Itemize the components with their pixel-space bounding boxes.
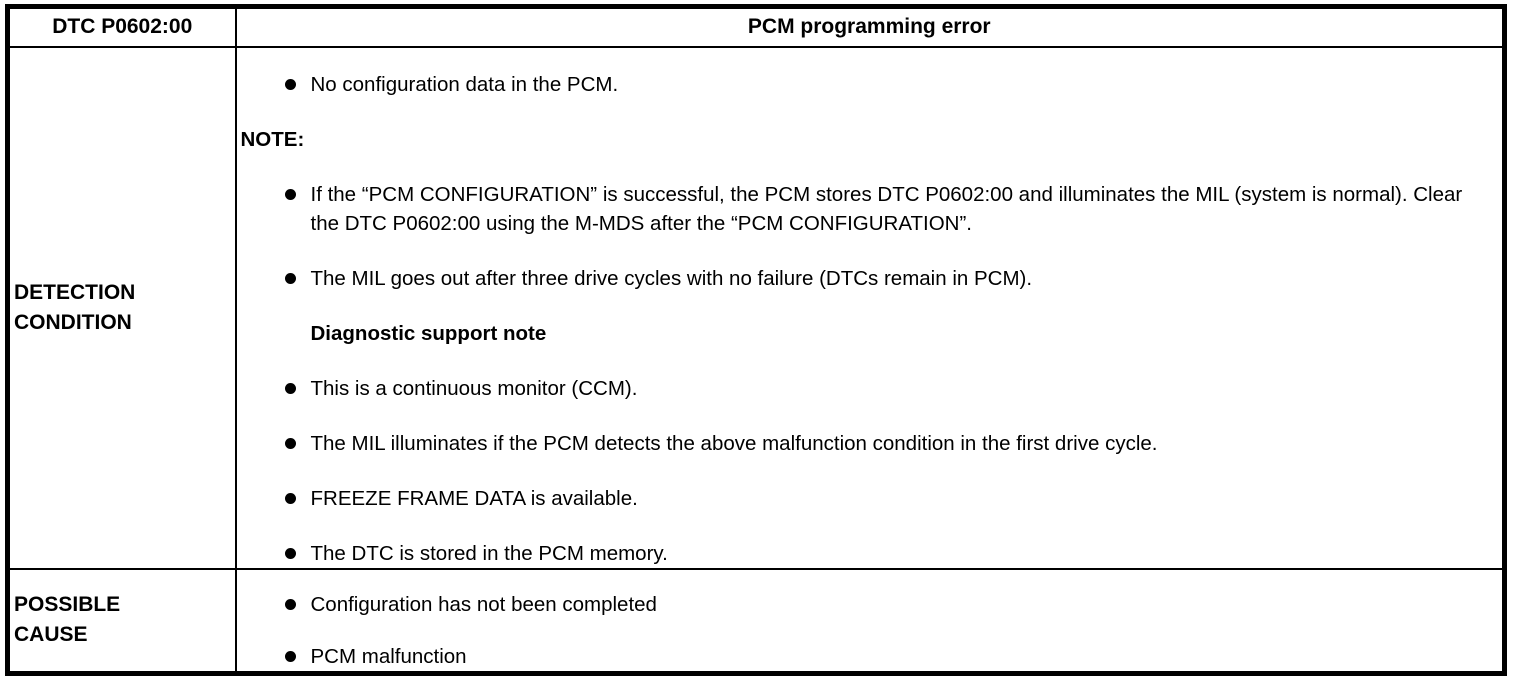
dtc-title: PCM programming error: [747, 15, 991, 39]
possible-cause-label-cell: POSSIBLE CAUSE: [6, 567, 237, 674]
list-item-text: Configuration has not been completed: [310, 592, 657, 616]
dtc-info-table: DTC P0602:00 PCM programming error DETEC…: [5, 4, 1507, 676]
possible-cause-row: POSSIBLE CAUSE Configuration has not bee…: [6, 567, 1506, 674]
list-item-text: PCM malfunction: [310, 644, 467, 668]
list-item: The MIL illuminates if the PCM detects t…: [241, 429, 1491, 458]
possible-cause-content-cell: Configuration has not been completed PCM…: [234, 567, 1506, 674]
list-item-text: No configuration data in the PCM.: [310, 72, 619, 96]
list-item-text: This is a continuous monitor (CCM).: [310, 376, 638, 400]
list-item: FREEZE FRAME DATA is available.: [241, 484, 1491, 513]
detection-condition-content-cell: No configuration data in the PCM. NOTE: …: [234, 45, 1506, 570]
bullet-icon: [284, 650, 296, 662]
list-item: The MIL goes out after three drive cycle…: [241, 264, 1491, 293]
list-item-text: The DTC is stored in the PCM memory.: [310, 541, 668, 565]
bullet-icon: [284, 382, 296, 394]
list-item-text: The MIL illuminates if the PCM detects t…: [310, 431, 1158, 455]
detection-condition-row: DETECTION CONDITION No configuration dat…: [6, 45, 1506, 570]
bullet-icon: [284, 188, 296, 200]
bullet-icon: [284, 437, 296, 449]
note-label: NOTE:: [240, 127, 305, 151]
dtc-code-cell: DTC P0602:00: [6, 5, 237, 48]
table-header-row: DTC P0602:00 PCM programming error: [6, 5, 1506, 48]
list-item: If the “PCM CONFIGURATION” is successful…: [241, 180, 1491, 238]
possible-cause-label: POSSIBLE CAUSE: [14, 593, 121, 646]
list-item: PCM malfunction: [241, 642, 1491, 671]
bullet-icon: [284, 598, 296, 610]
detection-condition-label-cell: DETECTION CONDITION: [6, 45, 237, 570]
dtc-code: DTC P0602:00: [52, 15, 193, 39]
bullet-icon: [284, 272, 296, 284]
list-item: The DTC is stored in the PCM memory.: [241, 539, 1491, 568]
list-item-text: FREEZE FRAME DATA is available.: [310, 486, 638, 510]
list-item-text: The MIL goes out after three drive cycle…: [310, 266, 1033, 290]
bullet-icon: [284, 492, 296, 504]
bullet-icon: [284, 547, 296, 559]
list-item: This is a continuous monitor (CCM).: [241, 374, 1491, 403]
list-item: No configuration data in the PCM.: [241, 70, 1491, 99]
bullet-icon: [284, 78, 296, 90]
detection-condition-label: DETECTION CONDITION: [14, 280, 136, 334]
dtc-title-cell: PCM programming error: [234, 5, 1506, 48]
list-item: Configuration has not been completed: [241, 590, 1491, 619]
list-item-text: If the “PCM CONFIGURATION” is successful…: [310, 182, 1463, 235]
diagnostic-support-note-heading: Diagnostic support note: [310, 321, 547, 345]
